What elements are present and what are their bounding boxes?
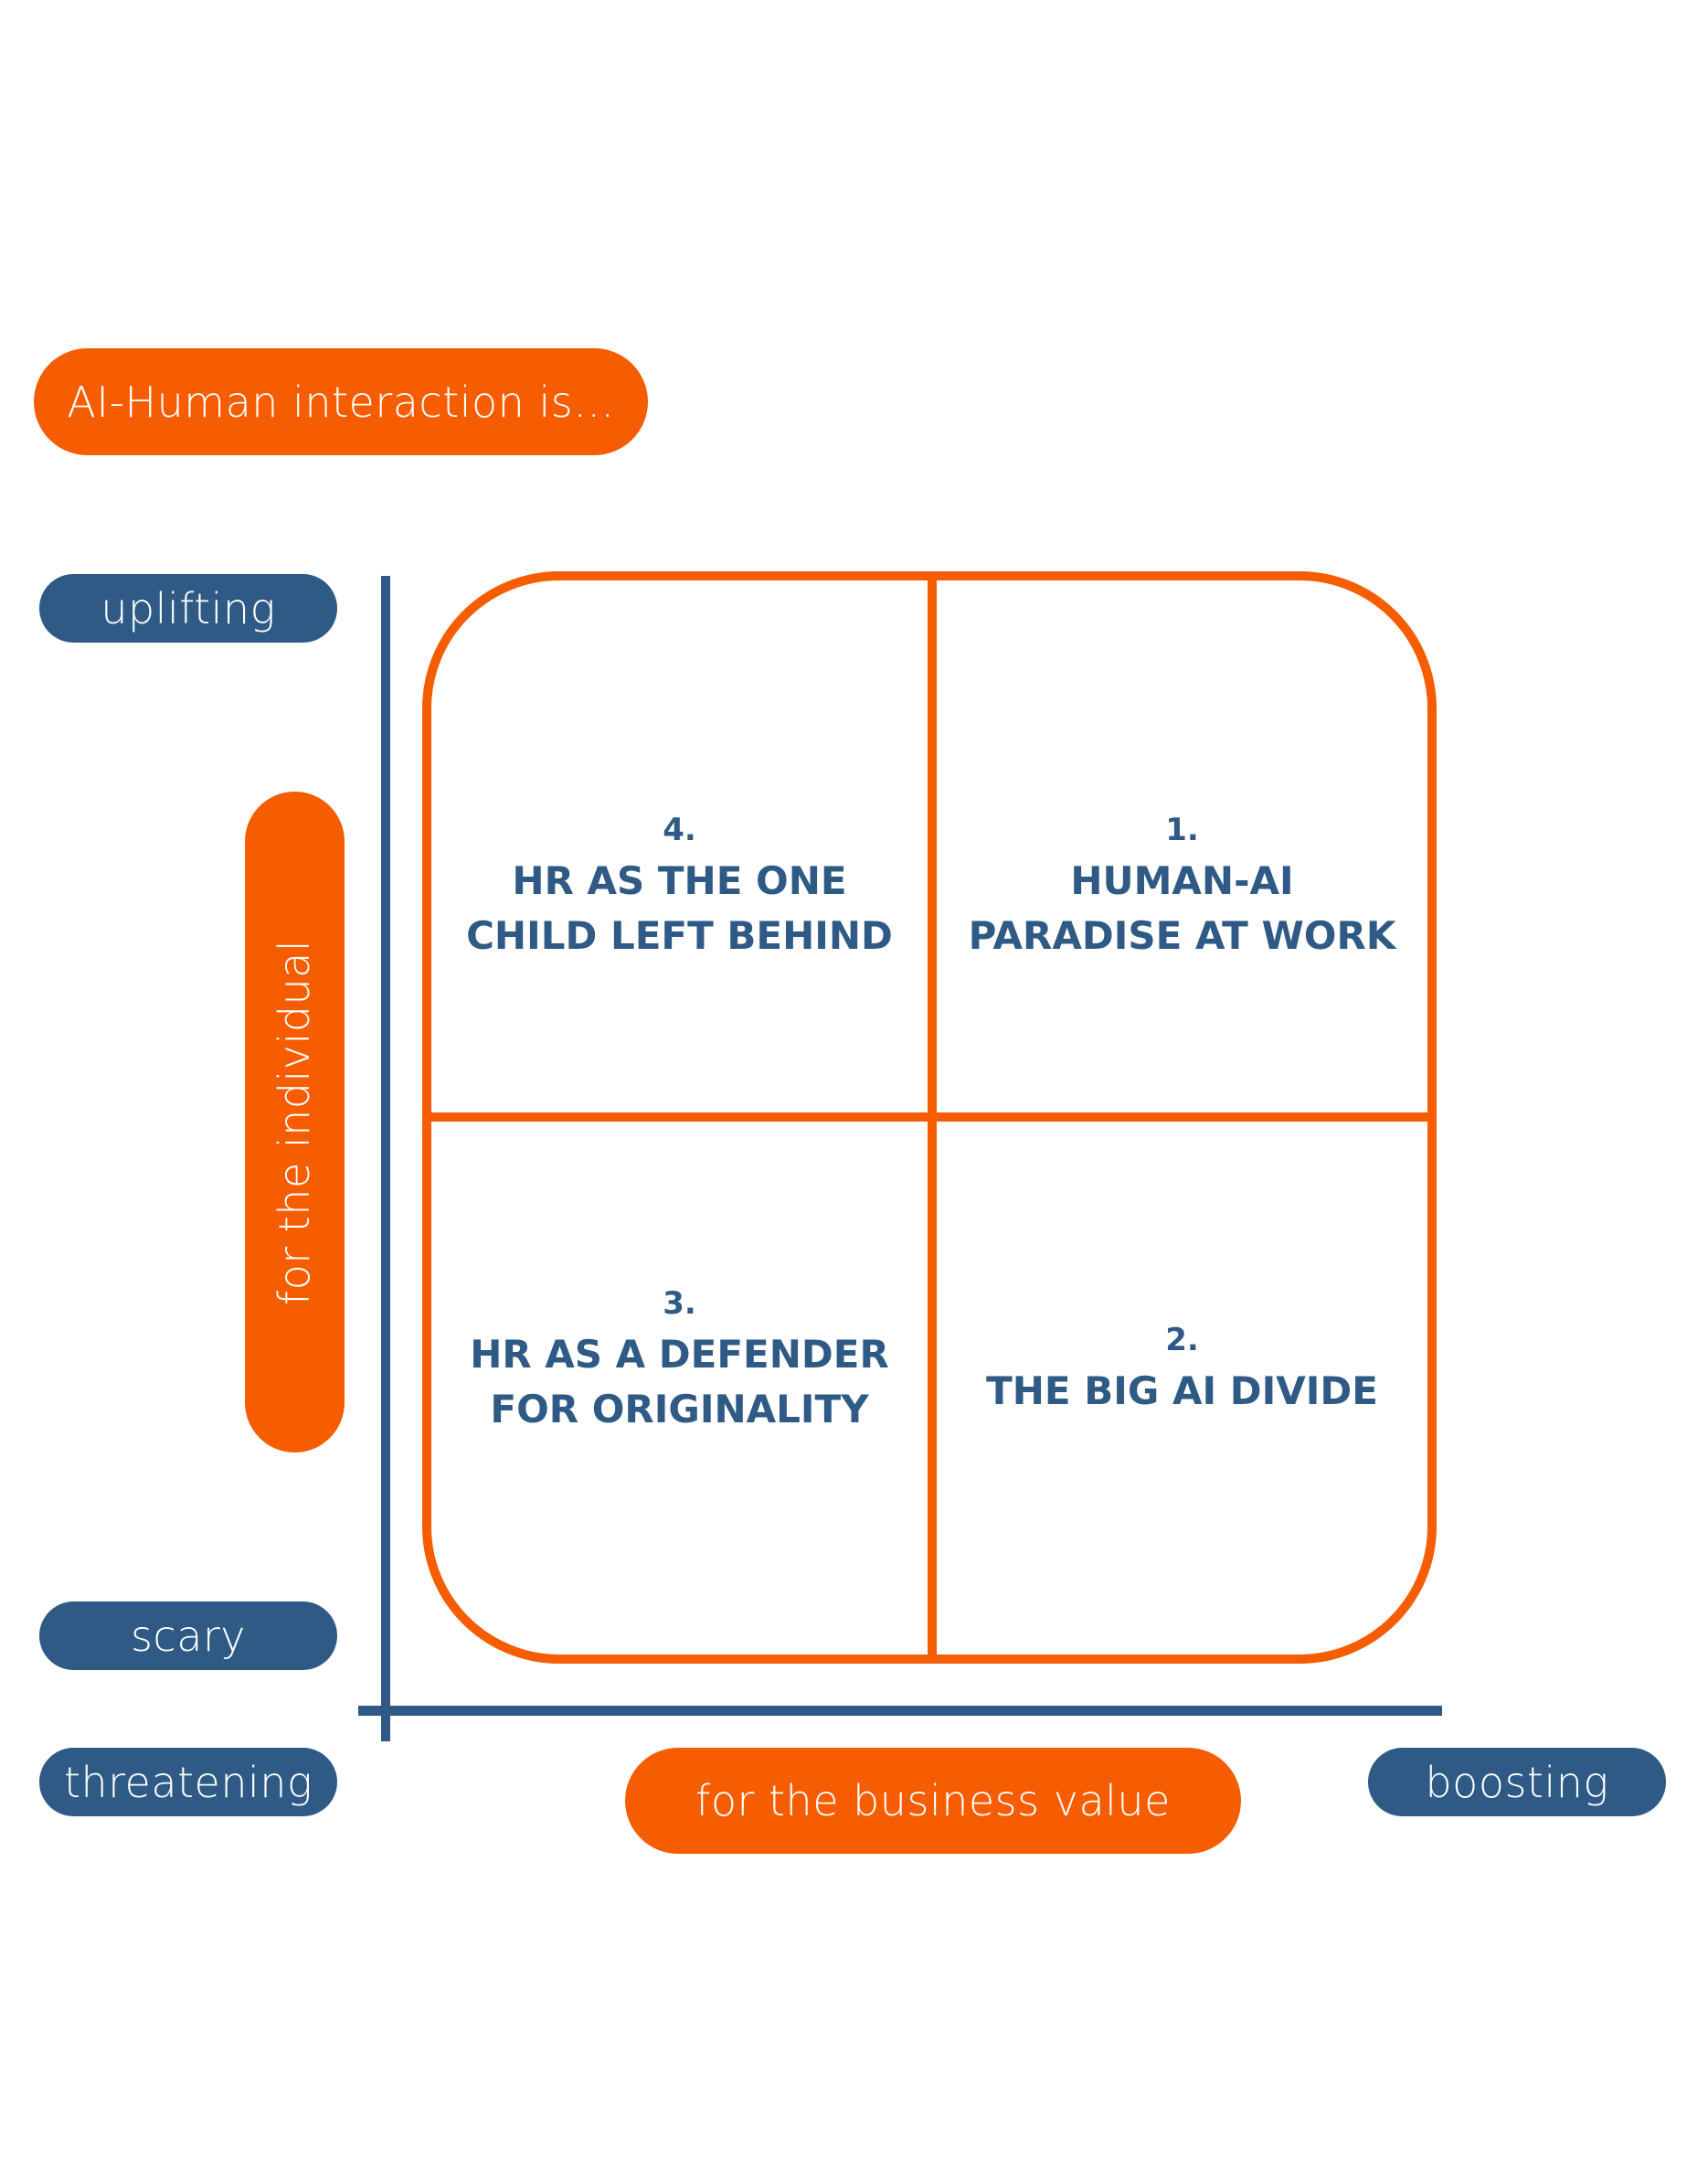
quadrant-number: 2. — [1165, 1321, 1199, 1358]
boosting-text: boosting — [1425, 1757, 1609, 1807]
y-axis-top-label: uplifting — [39, 574, 337, 643]
y-axis-label: for the individual — [245, 792, 345, 1452]
title-text: AI-Human interaction is... — [67, 377, 615, 427]
x-axis-line — [358, 1706, 1442, 1716]
quadrant-title-line: HR AS A DEFENDER — [470, 1331, 889, 1377]
uplifting-text: uplifting — [101, 583, 276, 633]
quadrant-title-line: FOR ORIGINALITY — [490, 1386, 869, 1431]
quadrant-number: 4. — [663, 812, 696, 848]
quadrant-3: 3. HR AS A DEFENDER FOR ORIGINALITY — [431, 1122, 928, 1655]
quadrant-title-line: HUMAN-AI — [1070, 858, 1294, 903]
scary-text: scary — [130, 1611, 247, 1661]
quadrant-title-line: HR AS THE ONE — [512, 858, 847, 903]
y-axis-bottom-label: scary — [39, 1601, 337, 1670]
threatening-text: threatening — [63, 1757, 313, 1807]
x-axis-right-label: boosting — [1368, 1748, 1666, 1816]
quadrant-title-line: CHILD LEFT BEHIND — [466, 913, 893, 958]
quadrant-2: 2. THE BIG AI DIVIDE — [937, 1122, 1427, 1655]
quadrant-title-line: PARADISE AT WORK — [968, 913, 1396, 958]
quadrant-4: 4. HR AS THE ONE CHILD LEFT BEHIND — [431, 580, 928, 1112]
horizontal-divider — [422, 1112, 1437, 1122]
quadrant-number: 3. — [663, 1284, 696, 1322]
quadrant-1: 1. HUMAN-AI PARADISE AT WORK — [937, 580, 1427, 1112]
quadrant-number: 1. — [1165, 812, 1199, 848]
title-pill: AI-Human interaction is... — [34, 348, 648, 455]
quadrant-title-line: THE BIG AI DIVIDE — [986, 1367, 1378, 1413]
business-value-text: for the business value — [695, 1776, 1171, 1825]
x-axis-label: for the business value — [625, 1748, 1241, 1854]
x-axis-left-label: threatening — [39, 1748, 337, 1816]
y-axis-line — [381, 576, 390, 1741]
individual-text: for the individual — [270, 939, 320, 1305]
